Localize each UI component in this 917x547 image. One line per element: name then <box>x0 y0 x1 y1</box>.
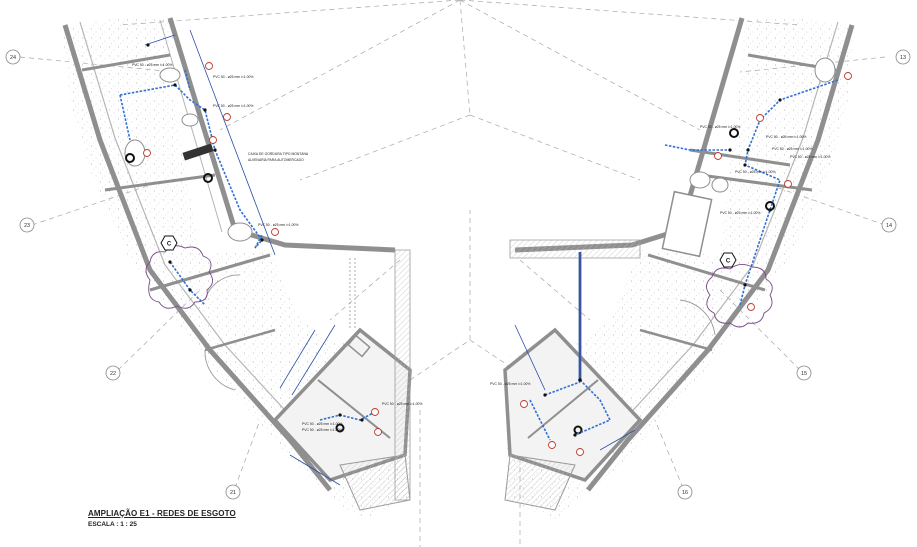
svg-text:16: 16 <box>682 490 688 496</box>
pipe-note-l4: PVC 50 - ø25 mm i=1.00% <box>382 402 422 406</box>
pipe-note-r6: PVC 50 - ø25 mm i=1.00% <box>720 211 760 215</box>
svg-text:C: C <box>726 259 731 265</box>
pipe-note-r3: PVC 50 - ø25 mm i=1.00% <box>772 147 812 151</box>
pipe-note-r7: PVC 50 - ø25 mm i=1.00% <box>490 382 530 386</box>
svg-text:C: C <box>167 242 172 248</box>
left-wing <box>62 17 412 520</box>
pipe-note-l7: PVC 50 - ø25 mm i=1.00% <box>132 63 172 67</box>
grid-marker-22: 22 <box>105 365 121 381</box>
svg-text:14: 14 <box>886 223 892 229</box>
svg-text:15: 15 <box>801 371 807 377</box>
hex-marker-right: C <box>719 252 737 268</box>
grid-marker-13: 13 <box>895 49 911 65</box>
svg-text:23: 23 <box>24 223 30 229</box>
grid-marker-21: 21 <box>225 484 241 500</box>
pipe-note-r1: PVC 50 - ø25 mm i=1.00% <box>700 125 740 129</box>
grid-marker-16: 16 <box>677 484 693 500</box>
note-caixa-gordura-1: CAIXA DE GORDURA TIPO MONTANA <box>248 152 309 156</box>
pipe-note-l1: PVC 50 - ø25 mm i=1.00% <box>213 75 253 79</box>
drawing-title: AMPLIAÇÃO E1 - REDES DE ESGOTO <box>88 509 236 518</box>
drawing-scale: ESCALA : 1 : 25 <box>88 521 137 528</box>
pipe-note-l2: PVC 50 - ø25 mm i=1.00% <box>213 104 253 108</box>
svg-text:21: 21 <box>230 490 236 496</box>
pipe-note-l3: PVC 50 - ø25 mm i=1.00% <box>258 223 298 227</box>
grid-lines <box>19 0 886 547</box>
note-caixa-gordura-2: ALVENARIA PARA AUTOMERCADO <box>248 158 304 162</box>
grid-marker-14: 14 <box>881 217 897 233</box>
drawing-title-block: AMPLIAÇÃO E1 - REDES DE ESGOTO ESCALA : … <box>88 509 236 528</box>
svg-text:22: 22 <box>110 371 116 377</box>
pipe-note-l5: PVC 50 - ø25 mm i=1.00% <box>302 422 342 426</box>
svg-text:13: 13 <box>900 55 906 61</box>
pipe-note-r2: PVC 50 - ø25 mm i=1.00% <box>766 135 806 139</box>
pipe-note-r5: PVC 50 - ø25 mm i=1.00% <box>735 170 775 174</box>
pipe-note-l6: PVC 50 - ø25 mm i=1.00% <box>302 428 342 432</box>
pipe-note-r4: PVC 50 - ø25 mm i=1.00% <box>790 155 830 159</box>
hex-marker-left: C <box>160 235 178 251</box>
grid-marker-24: 24 <box>5 49 21 65</box>
svg-text:24: 24 <box>10 55 16 61</box>
grid-marker-23: 23 <box>19 217 35 233</box>
annotations: CAIXA DE GORDURA TIPO MONTANA ALVENARIA … <box>132 63 830 432</box>
right-wing <box>503 17 855 520</box>
grid-marker-15: 15 <box>796 365 812 381</box>
